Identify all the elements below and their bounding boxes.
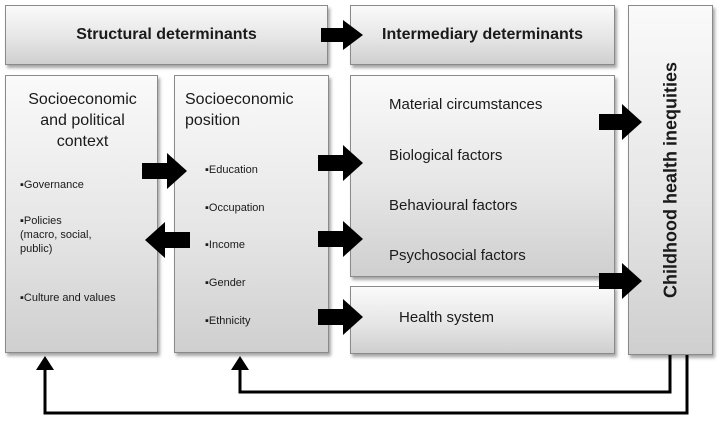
health-system-box: Health system: [350, 286, 615, 354]
intermediary-factors-box: Material circumstances Biological factor…: [350, 75, 615, 277]
health-system-label: Health system: [399, 309, 495, 326]
position-item-gender: ▪Gender: [205, 277, 246, 289]
position-title: Socioeconomic position: [185, 91, 294, 129]
position-item-income: ▪Income: [205, 239, 245, 251]
socioeconomic-position-box: Socioeconomic position ▪Education ▪Occup…: [174, 75, 329, 353]
socioeconomic-political-context-box: Socioeconomic and political context ▪Gov…: [5, 75, 158, 353]
factor-material-circumstances: Material circumstances: [389, 96, 543, 113]
context-item-policies: ▪Policies (macro, social, public): [20, 215, 92, 255]
feedback-line-to-context: [43, 355, 689, 415]
structural-determinants-header: Structural determinants: [5, 5, 328, 65]
feedback-line-to-position: [238, 355, 672, 394]
position-item-occupation: ▪Occupation: [205, 202, 265, 214]
context-item-culture-values: ▪Culture and values: [20, 292, 116, 304]
arrow-position-to-factors-lower: [318, 221, 363, 257]
context-item-governance: ▪Governance: [20, 179, 84, 191]
factor-psychosocial: Psychosocial factors: [389, 247, 526, 264]
factor-behavioural: Behavioural factors: [389, 197, 518, 214]
position-item-education: ▪Education: [205, 164, 258, 176]
feedback-arrowhead-position: [231, 356, 249, 370]
intermediary-determinants-label: Intermediary determinants: [382, 26, 583, 43]
arrow-context-to-position: [142, 153, 187, 189]
feedback-arrowhead-context: [36, 356, 54, 370]
arrow-structural-to-intermediary: [321, 20, 363, 50]
arrow-factors-to-outcome-lower: [599, 263, 642, 299]
factor-biological: Biological factors: [389, 147, 503, 164]
intermediary-determinants-header: Intermediary determinants: [350, 5, 615, 65]
position-item-ethnicity: ▪Ethnicity: [205, 315, 251, 327]
arrow-position-to-context: [145, 222, 190, 258]
structural-determinants-label: Structural determinants: [76, 26, 257, 43]
arrow-factors-to-outcome-upper: [599, 104, 642, 140]
arrow-position-to-health-system: [318, 299, 363, 335]
arrow-position-to-factors-upper: [318, 145, 363, 181]
context-title: Socioeconomic and political context: [28, 91, 137, 150]
childhood-health-inequities-box: Childhood health inequities: [628, 5, 713, 355]
